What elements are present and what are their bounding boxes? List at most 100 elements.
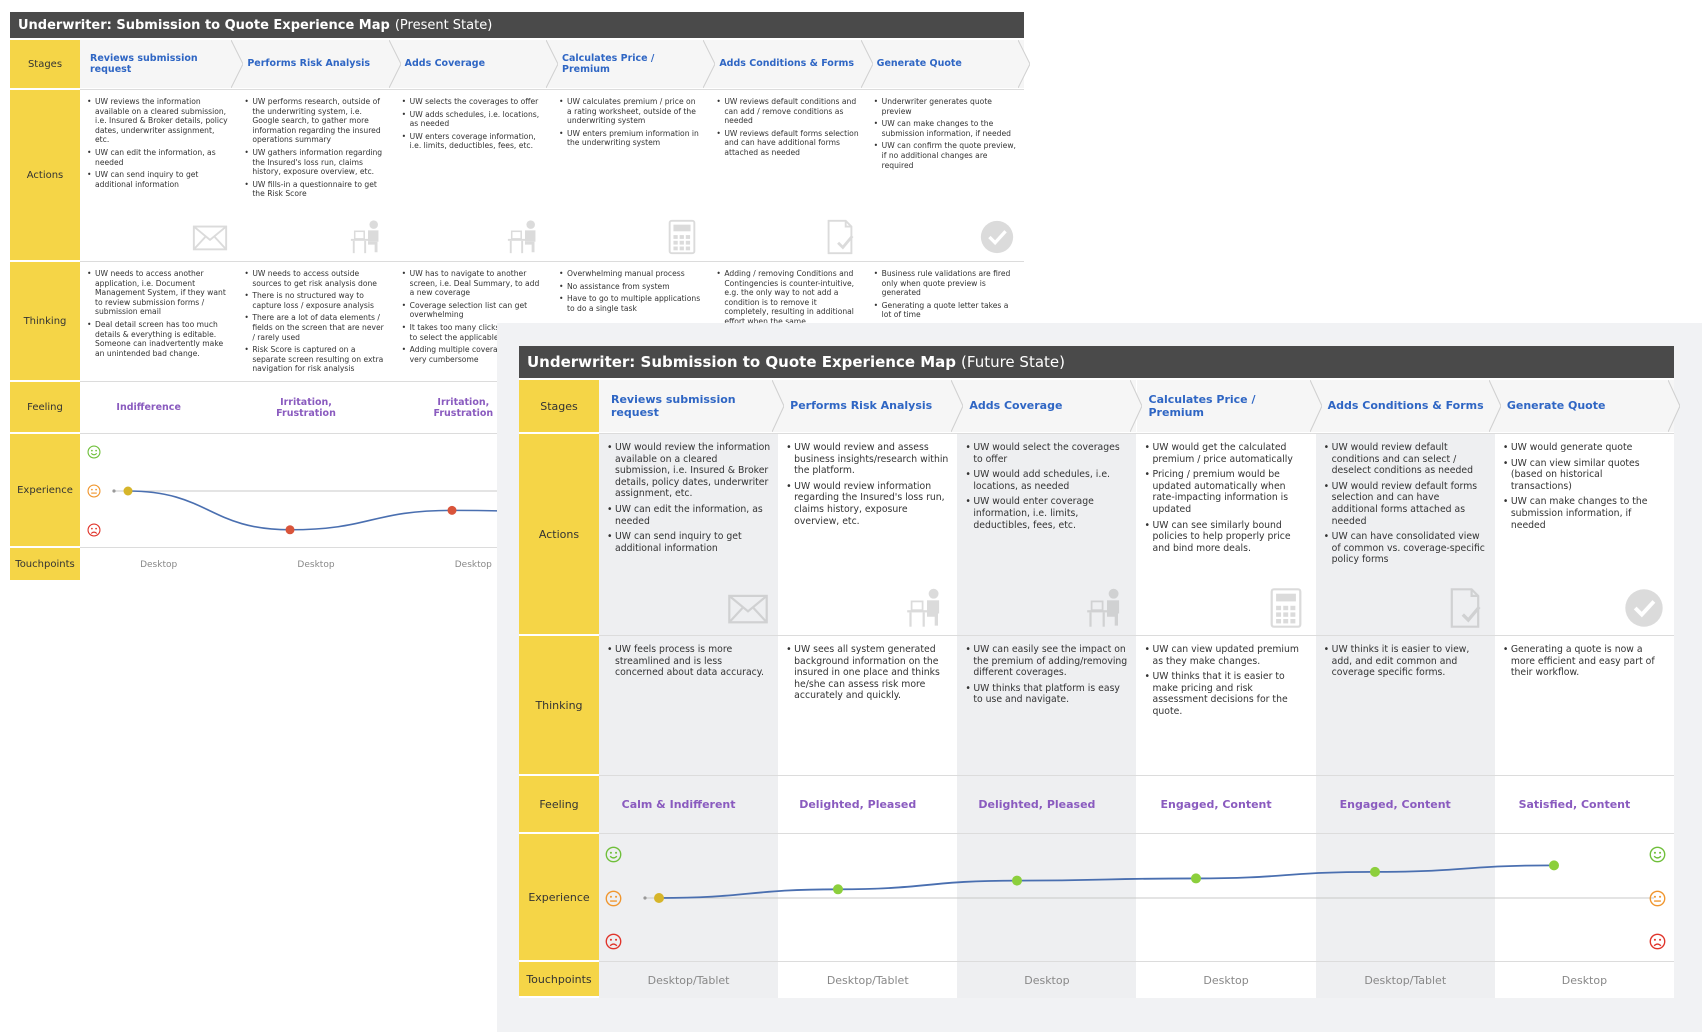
stage-chevron: [388, 40, 401, 88]
future-stage-6[interactable]: Generate Quote: [1494, 380, 1680, 432]
stage-chevron: [231, 40, 244, 88]
present-thinking-item: Generating a quote letter takes a lot of…: [874, 301, 1017, 320]
future-stage-2[interactable]: Performs Risk Analysis: [778, 380, 964, 432]
future-action-item: UW would get the calculated premium / pr…: [1145, 442, 1308, 465]
future-action-item: UW would generate quote: [1503, 442, 1666, 454]
future-thinking-cell: UW thinks it is easier to view, add, and…: [1324, 644, 1487, 768]
present-stage-name: Adds Conditions & Forms: [719, 58, 855, 70]
present-stage-3[interactable]: Adds Coverage: [394, 40, 558, 88]
future-action-item: UW would review the information availabl…: [607, 442, 770, 500]
future-row-divider: [599, 433, 1674, 434]
stage-chevron: [1488, 380, 1501, 432]
future-row-divider: [599, 833, 1674, 834]
present-action-item: UW reviews default forms selection and c…: [716, 129, 859, 158]
happy-face-icon: [605, 846, 622, 863]
future-stage-3[interactable]: Adds Coverage: [957, 380, 1143, 432]
future-row-divider: [599, 961, 1674, 962]
future-touchpoint: Desktop/Tablet: [826, 973, 909, 987]
future-thinking-item: UW can view updated premium as they make…: [1145, 644, 1308, 667]
present-stage-name: Reviews submission request: [90, 52, 198, 75]
calculator-icon: [1270, 588, 1302, 628]
future-row-divider: [599, 775, 1674, 776]
future-stage-1[interactable]: Reviews submission request: [599, 380, 785, 432]
present-actions-list: UW performs research, outside of the und…: [244, 97, 387, 199]
desk-worker-icon: [507, 220, 536, 254]
present-thinking-list: UW needs to access outside sources to ge…: [244, 269, 387, 374]
future-label-actions: Actions: [519, 434, 599, 634]
baseline-start-dot: [112, 489, 116, 493]
future-thinking-cell: UW can view updated premium as they make…: [1145, 644, 1308, 768]
present-stage-name: Adds Coverage: [404, 58, 486, 70]
present-actions-list: UW reviews the information available on …: [87, 97, 230, 189]
future-feeling: Calm & Indifferent: [621, 798, 736, 812]
present-thinking-item: Coverage selection list can get overwhel…: [402, 301, 545, 320]
present-feeling: Indifference: [116, 402, 181, 414]
present-thinking-cell: UW has to navigate to another screen, i.…: [402, 269, 545, 375]
present-touchpoint: Desktop: [140, 560, 178, 570]
stage-chevron: [1017, 40, 1030, 88]
present-action-item: UW enters coverage information, i.e. lim…: [402, 132, 545, 151]
future-action-item: Pricing / premium would be updated autom…: [1145, 469, 1308, 515]
present-stage-1[interactable]: Reviews submission request: [80, 40, 244, 88]
future-feeling: Engaged, Content: [1339, 798, 1451, 812]
present-thinking-item: No assistance from system: [559, 282, 702, 292]
present-stage-2[interactable]: Performs Risk Analysis: [237, 40, 401, 88]
future-title: Underwriter: Submission to Quote Experie…: [527, 353, 957, 371]
envelope-icon: [193, 225, 228, 251]
envelope-icon: [728, 594, 768, 624]
checkmark-circle-icon: [1625, 589, 1663, 627]
present-actions-list: UW selects the coverages to offerUW adds…: [402, 97, 545, 151]
future-feeling: Engaged, Content: [1160, 798, 1272, 812]
present-actions-list: UW calculates premium / price on a ratin…: [559, 97, 702, 148]
present-label-feeling: Feeling: [10, 382, 80, 432]
future-label-thinking: Thinking: [519, 636, 599, 774]
future-label-stages: Stages: [519, 380, 599, 432]
present-thinking-cell: UW needs to access outside sources to ge…: [244, 269, 387, 375]
present-label-touchpoints: Touchpoints: [10, 548, 80, 580]
present-label-actions: Actions: [10, 90, 80, 260]
present-thinking-list: Business rule validations are fired only…: [874, 269, 1017, 320]
future-thinking-cell: UW feels process is more streamlined and…: [607, 644, 770, 768]
future-actions-cell: UW would select the coverages to offerUW…: [965, 442, 1128, 628]
future-thinking-list: UW can easily see the impact on the prem…: [965, 644, 1128, 706]
present-thinking-item: Overwhelming manual process: [559, 269, 702, 279]
present-row-divider: [80, 261, 1024, 262]
future-experience-point: [654, 893, 664, 903]
future-action-item: UW can send inquiry to get additional in…: [607, 531, 770, 554]
desk-worker-icon: [907, 588, 940, 627]
future-experience-point: [1191, 873, 1201, 884]
future-thinking-item: Generating a quote is now a more efficie…: [1503, 644, 1666, 679]
future-touchpoint: Desktop/Tablet: [647, 973, 730, 987]
future-stage-name: Generate Quote: [1506, 399, 1606, 413]
present-action-item: UW can send inquiry to get additional in…: [87, 170, 230, 189]
present-stage-4[interactable]: Calculates Price / Premium: [552, 40, 716, 88]
future-stage-4[interactable]: Calculates Price / Premium: [1136, 380, 1322, 432]
present-state-label: (Present State): [394, 17, 493, 33]
future-actions-cell: UW would review and assess business insi…: [786, 442, 949, 628]
baseline-start-dot: [643, 896, 647, 900]
future-stage-5[interactable]: Adds Conditions & Forms: [1315, 380, 1501, 432]
future-actions-list: UW would review the information availabl…: [607, 442, 770, 554]
future-action-item: UW can edit the information, as needed: [607, 504, 770, 527]
future-actions-cell: UW would get the calculated premium / pr…: [1145, 442, 1308, 628]
present-thinking-item: UW needs to access outside sources to ge…: [244, 269, 387, 288]
present-title: Underwriter: Submission to Quote Experie…: [18, 17, 390, 33]
present-thinking-item: Deal detail screen has too much details …: [87, 320, 230, 358]
future-experience-line: [658, 864, 1555, 899]
neutral-face-icon: [87, 484, 101, 498]
future-stage-name: Adds Coverage: [969, 399, 1063, 413]
present-stage-6[interactable]: Generate Quote: [866, 40, 1030, 88]
present-label-thinking: Thinking: [10, 262, 80, 380]
present-stage-name: Calculates Price / Premium: [562, 52, 655, 75]
present-actions-cell: UW reviews default conditions and can ad…: [716, 97, 859, 255]
future-experience-chart: [643, 860, 1654, 903]
future-experience-point: [1012, 875, 1022, 886]
present-actions-cell: UW calculates premium / price on a ratin…: [559, 97, 702, 255]
future-label-touchpoints: Touchpoints: [519, 962, 599, 996]
happy-face-icon: [87, 445, 101, 459]
future-state-map: Underwriter: Submission to Quote Experie…: [519, 346, 1680, 998]
present-stage-5[interactable]: Adds Conditions & Forms: [709, 40, 873, 88]
future-stage-name: Calculates Price / Premium: [1148, 392, 1256, 419]
present-thinking-item: There is no structured way to capture lo…: [244, 291, 387, 310]
stage-chevron: [1667, 380, 1680, 432]
